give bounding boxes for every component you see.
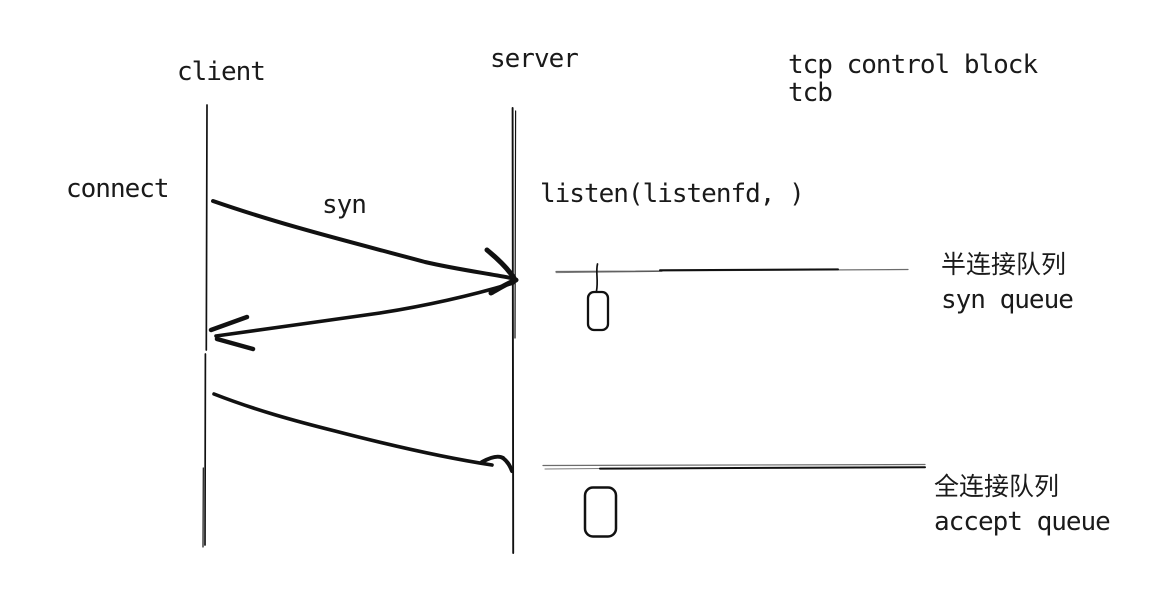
syn-queue-label-zh: 半连接队列 bbox=[941, 250, 1067, 279]
connect-call-label: connect bbox=[66, 174, 170, 204]
syn-queue-tcb-box bbox=[586, 263, 610, 332]
server-title: server bbox=[490, 44, 579, 74]
accept-queue-line bbox=[542, 463, 926, 470]
tcb-hook-tick bbox=[595, 263, 599, 292]
client-lifeline bbox=[202, 104, 208, 548]
tcb-note-line2: tcb bbox=[788, 78, 833, 108]
syn-ack-arrow bbox=[208, 281, 515, 352]
accept-queue-tcb-box bbox=[583, 486, 618, 538]
server-lifeline bbox=[511, 107, 517, 554]
syn-queue-label-en: syn queue bbox=[941, 285, 1074, 315]
client-title: client bbox=[177, 57, 266, 87]
syn-queue-label: 半连接队列 syn queue bbox=[941, 250, 1074, 315]
syn-message-label: syn bbox=[322, 190, 367, 220]
tcb-note-line1: tcp control block bbox=[788, 50, 1038, 80]
ack-arrow bbox=[212, 392, 514, 473]
accept-queue-label: 全连接队列 accept queue bbox=[934, 472, 1111, 537]
tcb-note: tcp control block tcb bbox=[788, 50, 1038, 108]
syn-queue-line bbox=[555, 268, 909, 274]
accept-queue-label-en: accept queue bbox=[934, 507, 1111, 537]
accept-queue-label-zh: 全连接队列 bbox=[934, 472, 1060, 501]
listen-call-label: listen(listenfd, ) bbox=[540, 179, 805, 209]
